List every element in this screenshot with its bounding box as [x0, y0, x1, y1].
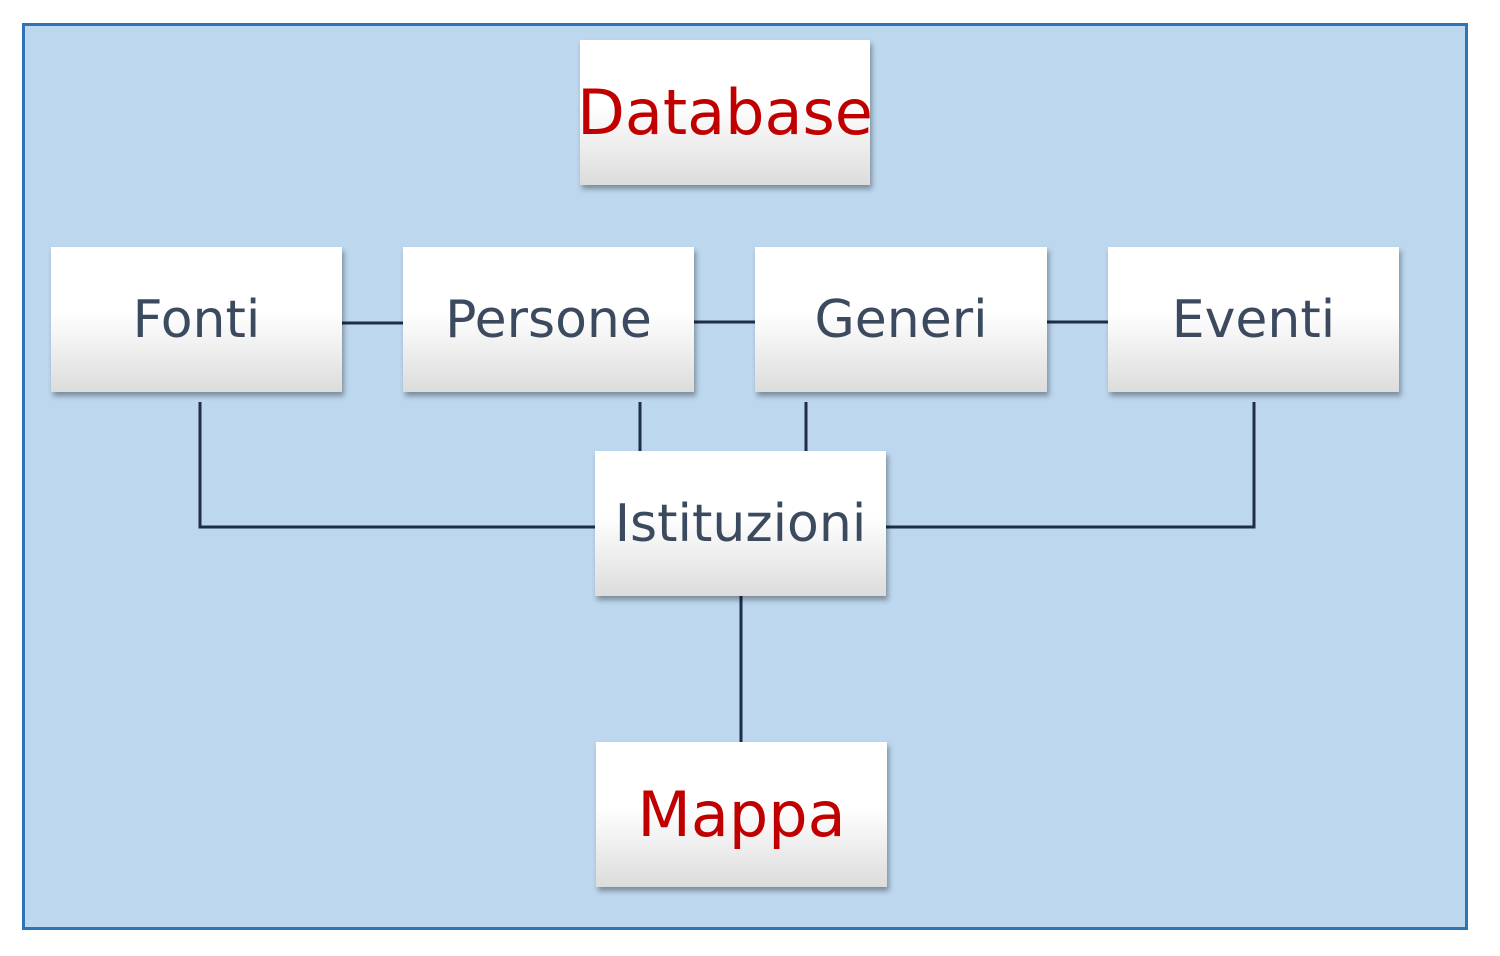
node-fonti: Fonti	[51, 247, 342, 392]
node-persone: Persone	[403, 247, 694, 392]
node-database: Database	[577, 40, 873, 185]
node-mappa: Mappa	[596, 742, 887, 887]
node-persone-label: Persone	[445, 289, 652, 350]
connector-fonti-istituzioni	[198, 402, 595, 529]
connector-eventi-istituzioni	[886, 402, 1256, 529]
node-istituzioni: Istituzioni	[595, 451, 886, 596]
node-istituzioni-label: Istituzioni	[614, 493, 867, 554]
node-generi-label: Generi	[814, 289, 988, 350]
node-mappa-label: Mappa	[637, 778, 846, 851]
node-generi: Generi	[755, 247, 1047, 392]
node-eventi: Eventi	[1108, 247, 1399, 392]
node-database-label: Database	[577, 76, 873, 149]
node-fonti-label: Fonti	[132, 289, 261, 350]
node-eventi-label: Eventi	[1171, 289, 1336, 350]
